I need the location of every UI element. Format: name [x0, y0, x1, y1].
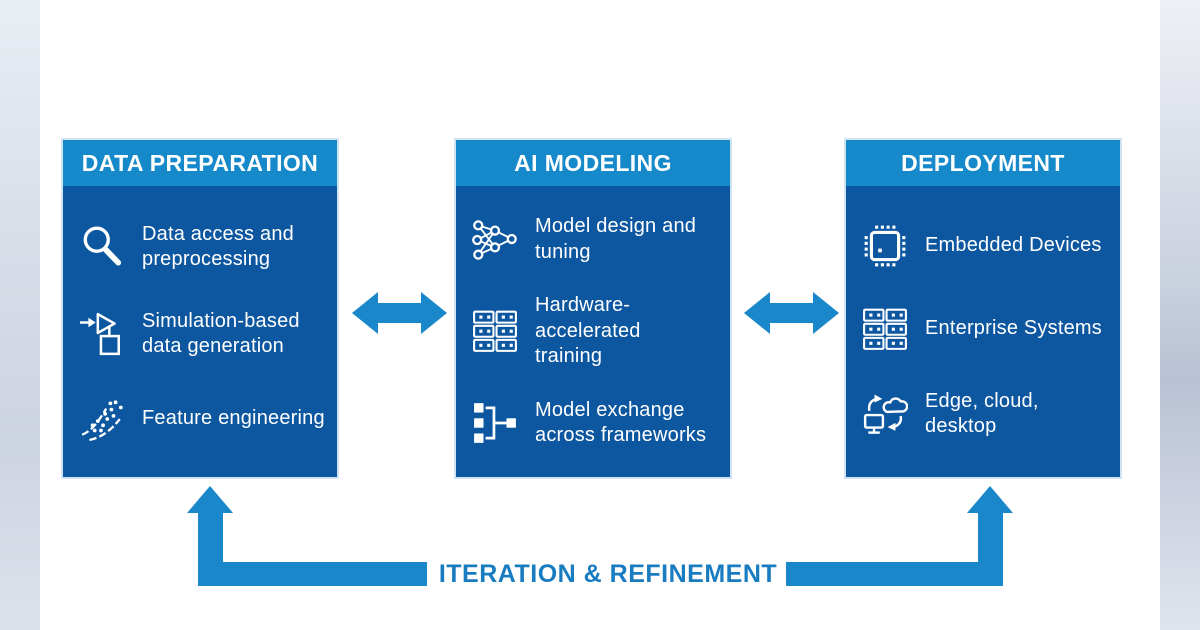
left-edge-gradient [0, 0, 40, 630]
iteration-refinement-label: ITERATION & REFINEMENT [438, 560, 778, 588]
list-item: Enterprise Systems [859, 306, 1114, 352]
panel-ai-modeling: AI MODELING Model d [454, 138, 732, 479]
simulation-icon [76, 311, 128, 357]
list-item: Edge, cloud, desktop [859, 389, 1114, 440]
panel-body: Data access and preprocessing Simulation… [76, 186, 331, 477]
model-exchange-icon [469, 400, 521, 446]
list-item: Feature engineering [76, 395, 331, 442]
item-label: Hardware- accelerated training [535, 294, 641, 368]
search-icon [76, 224, 128, 270]
list-item: Simulation-based data generation [76, 309, 331, 360]
list-item: Model exchange across frameworks [469, 398, 724, 449]
item-label: Data access and preprocessing [142, 222, 294, 271]
list-item: Embedded Devices [859, 223, 1114, 269]
item-label: Edge, cloud, desktop [925, 389, 1039, 438]
panel-body: Embedded Devices [859, 186, 1114, 477]
neural-network-icon [469, 217, 521, 263]
server-stack-icon [859, 306, 911, 352]
item-label: Embedded Devices [925, 234, 1102, 257]
list-item: Hardware- accelerated training [469, 293, 724, 370]
item-label: Model design and tuning [535, 214, 697, 263]
cloud-desktop-sync-icon [859, 391, 911, 437]
feature-engineering-icon [76, 395, 128, 442]
panel-deployment: DEPLOYMENT [844, 138, 1122, 479]
list-item: Data access and preprocessing [76, 222, 331, 273]
right-edge-gradient [1160, 0, 1200, 630]
panel-data-preparation: DATA PREPARATION Data access and preproc… [61, 138, 339, 479]
server-stack-icon [469, 308, 521, 354]
double-arrow-data-to-modeling-icon [352, 292, 447, 334]
item-label: Feature engineering [142, 406, 325, 429]
item-label: Enterprise Systems [925, 317, 1102, 340]
double-arrow-modeling-to-deployment-icon [744, 292, 839, 334]
panel-title: DATA PREPARATION [63, 140, 337, 186]
list-item: Model design and tuning [469, 214, 724, 265]
panel-title: AI MODELING [456, 140, 730, 186]
chip-icon [859, 223, 911, 269]
panel-title: DEPLOYMENT [846, 140, 1120, 186]
item-label: Model exchange across frameworks [535, 398, 707, 447]
item-label: Simulation-based data generation [142, 309, 300, 358]
panel-body: Model design and tuning [469, 186, 724, 477]
